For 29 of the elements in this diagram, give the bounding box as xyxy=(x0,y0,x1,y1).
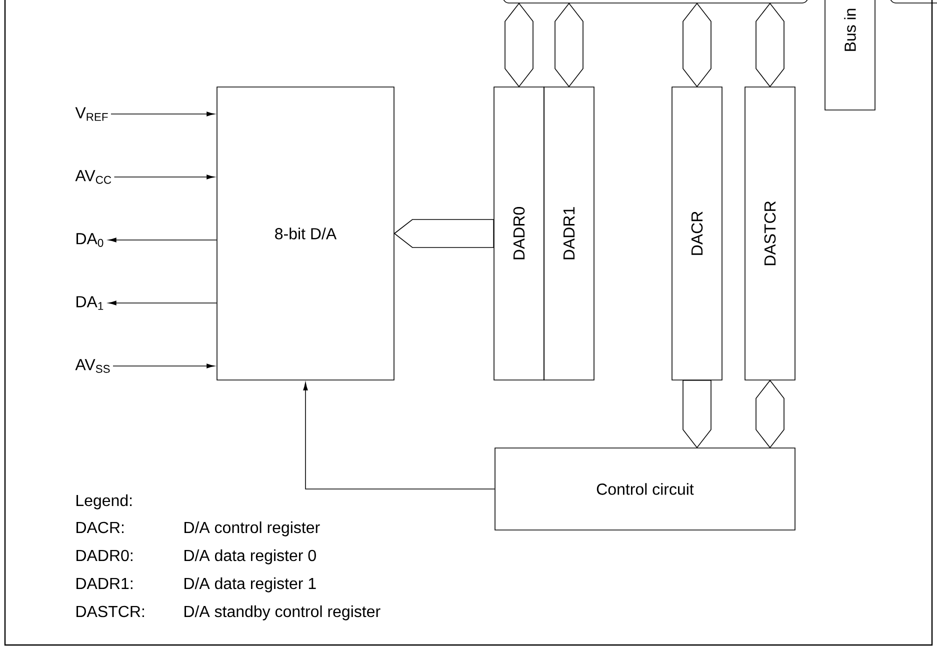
arrow xyxy=(110,112,215,116)
pin-label: DA$_{0}$ xyxy=(76,233,104,247)
legend-term: DADR1: xyxy=(76,578,132,589)
pin-label: DA$_{1}$ xyxy=(76,296,104,310)
arrow xyxy=(108,300,217,306)
legend-term: DASTCR: xyxy=(76,606,144,618)
module-box xyxy=(890,0,937,4)
register-box: DACR xyxy=(672,86,722,380)
pin-label: V$_{REF}$ xyxy=(75,107,108,121)
arrow xyxy=(108,238,217,242)
legend-term: DACR: xyxy=(76,522,124,534)
pin-label: AV$_{CC}$ xyxy=(75,170,112,184)
legend-definition: D/A data register 1 xyxy=(184,577,316,592)
bus-bar xyxy=(502,0,808,4)
legend-definition: D/A standby control register xyxy=(184,605,380,620)
arrow xyxy=(114,174,215,180)
circuit-box: Control circuit xyxy=(494,448,796,530)
legend-term: DADR0: xyxy=(76,550,132,562)
register-box: DADR0 xyxy=(494,86,544,380)
arrow xyxy=(303,382,495,490)
pin-label: AV$_{SS}$ xyxy=(75,359,110,373)
legend-definition: D/A control register xyxy=(184,521,320,536)
register-box: DASTCR xyxy=(744,86,796,380)
converter-box: 8-bit D/A xyxy=(216,86,394,380)
register-box: DADR1 xyxy=(544,86,594,380)
arrow xyxy=(112,364,215,368)
interface-box: Bus in xyxy=(824,0,876,110)
legend-definition: D/A data register 0 xyxy=(184,549,316,564)
legend-heading: Legend: xyxy=(76,494,132,510)
